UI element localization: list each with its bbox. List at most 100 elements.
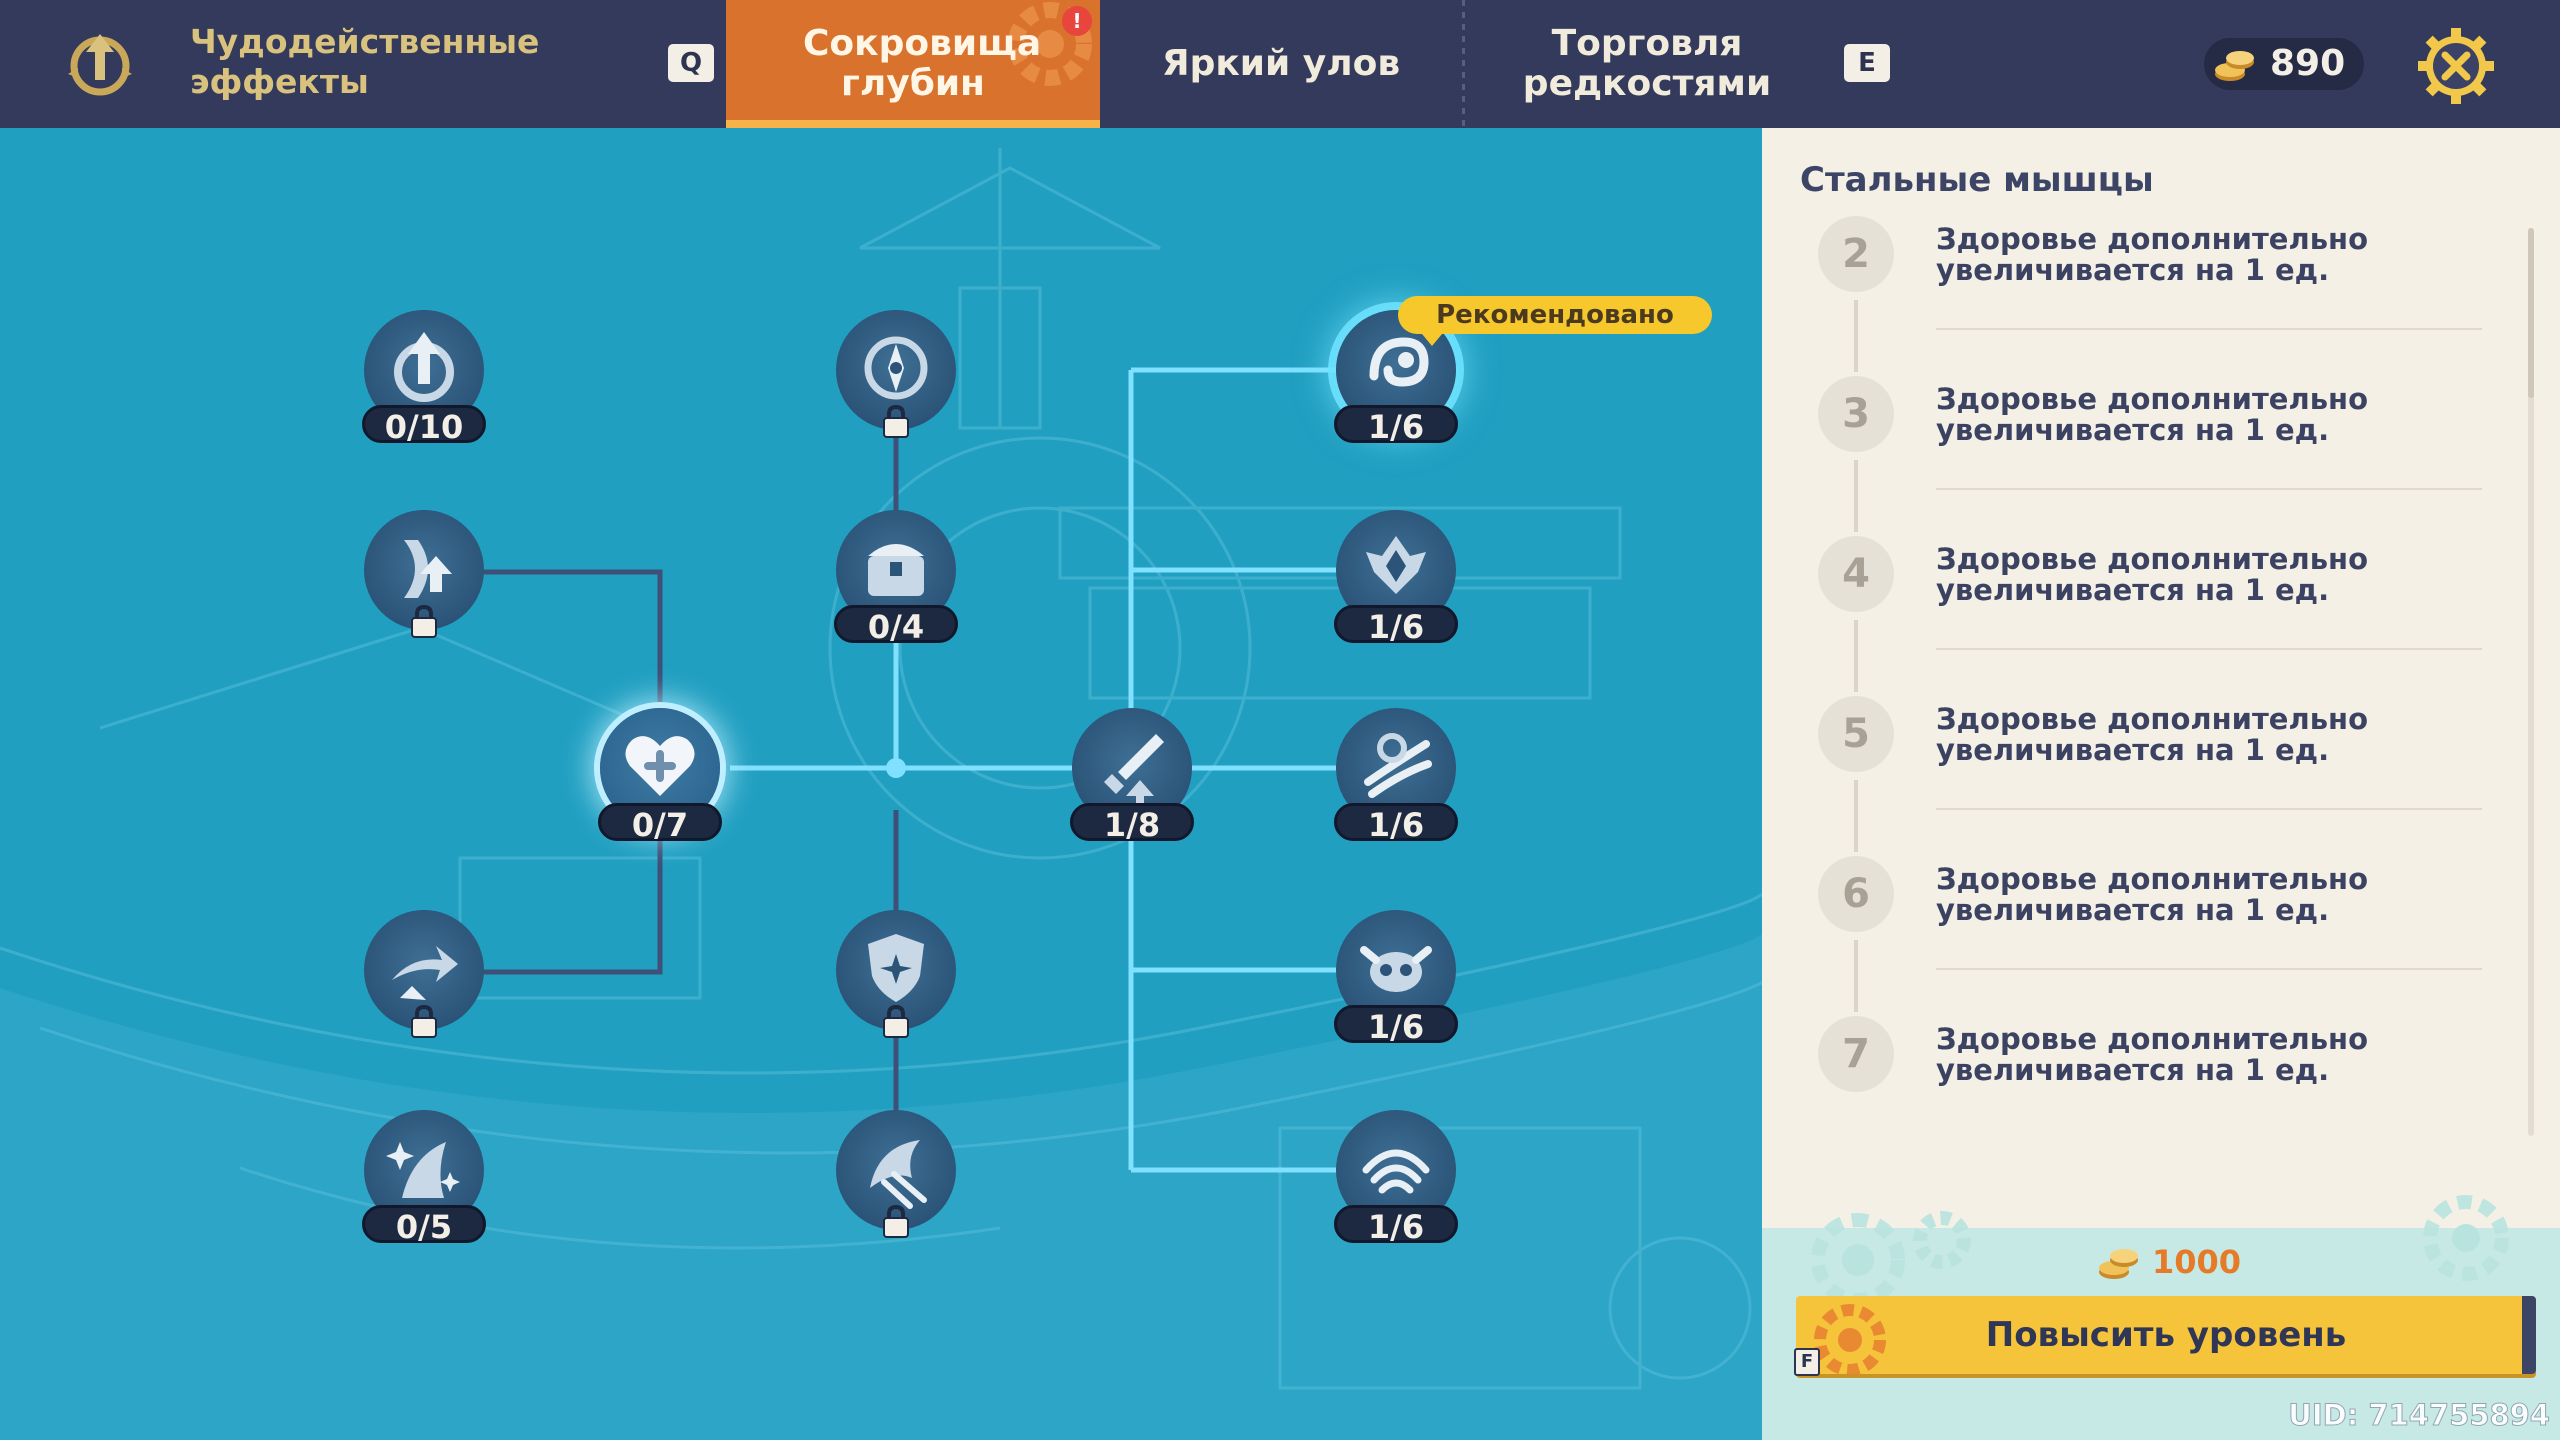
lock-icon [409,604,439,639]
currency-amount: 890 [2270,43,2346,84]
skill-level-count: 1/6 [1334,803,1458,844]
skill-node-anchor[interactable]: 0/10 [362,310,486,446]
crab-icon [1360,946,1432,992]
skill-level-count: 1/8 [1070,803,1194,844]
skill-node-disc [836,310,956,430]
lock-icon [881,1204,911,1239]
skill-level-count: 1/6 [1334,1005,1458,1046]
next-tab-key[interactable]: E [1844,44,1890,82]
skill-title: Стальные мышцы [1800,160,2154,200]
level-item: 6 Здоровье дополнительно увеличивается н… [1762,856,2522,1016]
skill-level-count: 1/6 [1334,1205,1458,1246]
level-number: 6 [1818,856,1894,932]
tab-divider [1462,0,1465,128]
level-connector [1854,940,1858,1012]
skill-node-dash[interactable] [364,910,484,1038]
skill-node-disc [836,1110,956,1230]
level-connector [1854,300,1858,372]
level-separator [1936,968,2482,970]
gear-emblem-icon [1814,1304,1886,1374]
level-separator [1936,808,2482,810]
waves-icon [1362,1149,1430,1194]
gear-close-icon[interactable] [2418,28,2494,104]
skill-node-claw[interactable] [836,1110,956,1238]
lock-icon [881,404,911,439]
skill-node-shield[interactable] [836,910,956,1038]
gear-decoration-icon [1008,2,1092,86]
sword-arrow-icon [1104,734,1164,804]
tab-label: Сокровища глубин [803,23,1042,104]
level-description: Здоровье дополнительно увеличивается на … [1936,862,2368,927]
level-scrollbar[interactable] [2528,228,2534,1136]
claw-icon [870,1140,927,1209]
coin-stack-icon [2099,1249,2138,1279]
fish-hook-icon [1369,337,1429,387]
skill-node-compass[interactable] [836,310,956,438]
lock-icon [409,1004,439,1039]
shield-icon [868,934,924,1002]
level-item: 4 Здоровье дополнительно увеличивается н… [1762,536,2522,696]
recommended-badge: Рекомендовано [1398,296,1712,346]
level-separator [1936,488,2482,490]
skill-node-disc [836,910,956,1030]
level-number: 3 [1818,376,1894,452]
level-separator [1936,648,2482,650]
skill-node-heart[interactable]: 0/7 [598,708,722,844]
level-item: 3 Здоровье дополнительно увеличивается н… [1762,376,2522,536]
level-connector [1854,780,1858,852]
scrollbar-thumb[interactable] [2528,228,2534,398]
skill-node-waves[interactable]: 1/6 [1334,1110,1458,1246]
dash-arrow-icon [392,946,458,1000]
skill-node-wind[interactable]: 1/6 [1334,708,1458,844]
event-title[interactable]: Чудодейственные эффекты [190,22,540,101]
wind-swirl-icon [1364,733,1432,798]
tab-label: Торговля редкостями [1522,23,1772,104]
skill-level-count: 1/6 [1334,605,1458,646]
skill-node-disc [364,910,484,1030]
tab-bright-catch[interactable]: Яркий улов [1100,0,1462,128]
player-uid: UID: 714755894 [2288,1398,2551,1433]
tab-label: Яркий улов [1161,43,1401,84]
bracer-arrow-icon [404,540,452,598]
upgrade-key-hint: F [1794,1348,1820,1376]
level-number: 2 [1818,216,1894,292]
level-connector [1854,460,1858,532]
detail-panel: Стальные мышцы 2 Здоровье дополнительно … [1762,128,2560,1440]
skill-level-count: 0/5 [362,1205,486,1246]
skill-node-sparkle[interactable]: 0/5 [362,1110,486,1246]
upgrade-button-label: Повысить уровень [1985,1315,2347,1355]
prev-tab-key[interactable]: Q [668,44,714,82]
level-description: Здоровье дополнительно увеличивается на … [1936,702,2368,767]
level-number: 7 [1818,1016,1894,1092]
tab-rarities-trade[interactable]: Торговля редкостями [1465,0,1829,128]
level-item: 5 Здоровье дополнительно увеличивается н… [1762,696,2522,856]
button-edge [2522,1296,2536,1374]
skill-node-lotus[interactable]: 1/6 [1334,510,1458,646]
skill-node-treasure-chest[interactable]: 0/4 [834,510,958,646]
sparkle-fin-icon [386,1142,460,1198]
tab-deep-treasures[interactable]: Сокровища глубин [726,0,1100,128]
skill-level-count: 0/4 [834,605,958,646]
upgrade-cost-value: 1000 [2152,1243,2242,1281]
level-separator [1936,328,2482,330]
lotus-icon [1366,536,1426,594]
skill-node-sword[interactable]: 1/8 [1070,708,1194,844]
skill-level-count: 0/7 [598,803,722,844]
currency-display: 890 [2204,38,2364,90]
heart-plus-icon [625,736,695,796]
level-number: 4 [1818,536,1894,612]
level-item: 7 Здоровье дополнительно увеличивается н… [1762,1016,2522,1176]
treasure-chest-icon [868,544,924,596]
lock-icon [881,1004,911,1039]
skill-level-count: 1/6 [1334,405,1458,446]
compass-icon [864,336,928,400]
skill-node-disc [364,510,484,630]
level-description: Здоровье дополнительно увеличивается на … [1936,542,2368,607]
skill-node-bracer[interactable] [364,510,484,638]
level-number: 5 [1818,696,1894,772]
upgrade-button[interactable]: Повысить уровень [1796,1296,2536,1374]
anchor-arrow-icon [394,332,454,402]
anchor-emblem-icon [68,34,132,96]
level-connector [1854,620,1858,692]
skill-node-crab[interactable]: 1/6 [1334,910,1458,1046]
